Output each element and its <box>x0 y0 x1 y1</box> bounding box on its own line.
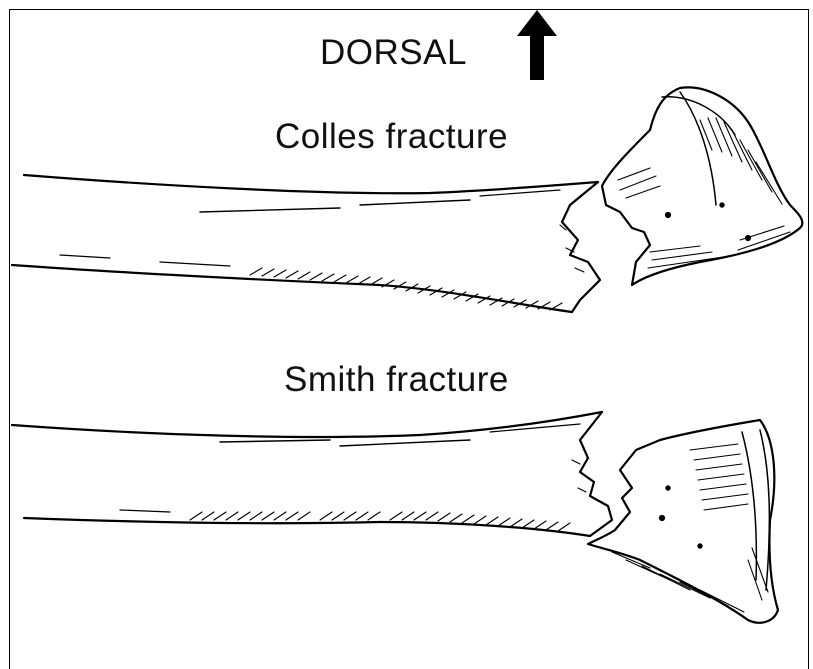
colles-distal-fragment <box>602 87 802 285</box>
smith-distal-fragment <box>588 420 778 623</box>
smith-radius-shaft <box>12 412 612 536</box>
colles-radius-shaft <box>12 175 600 312</box>
fracture-illustration <box>0 0 813 650</box>
